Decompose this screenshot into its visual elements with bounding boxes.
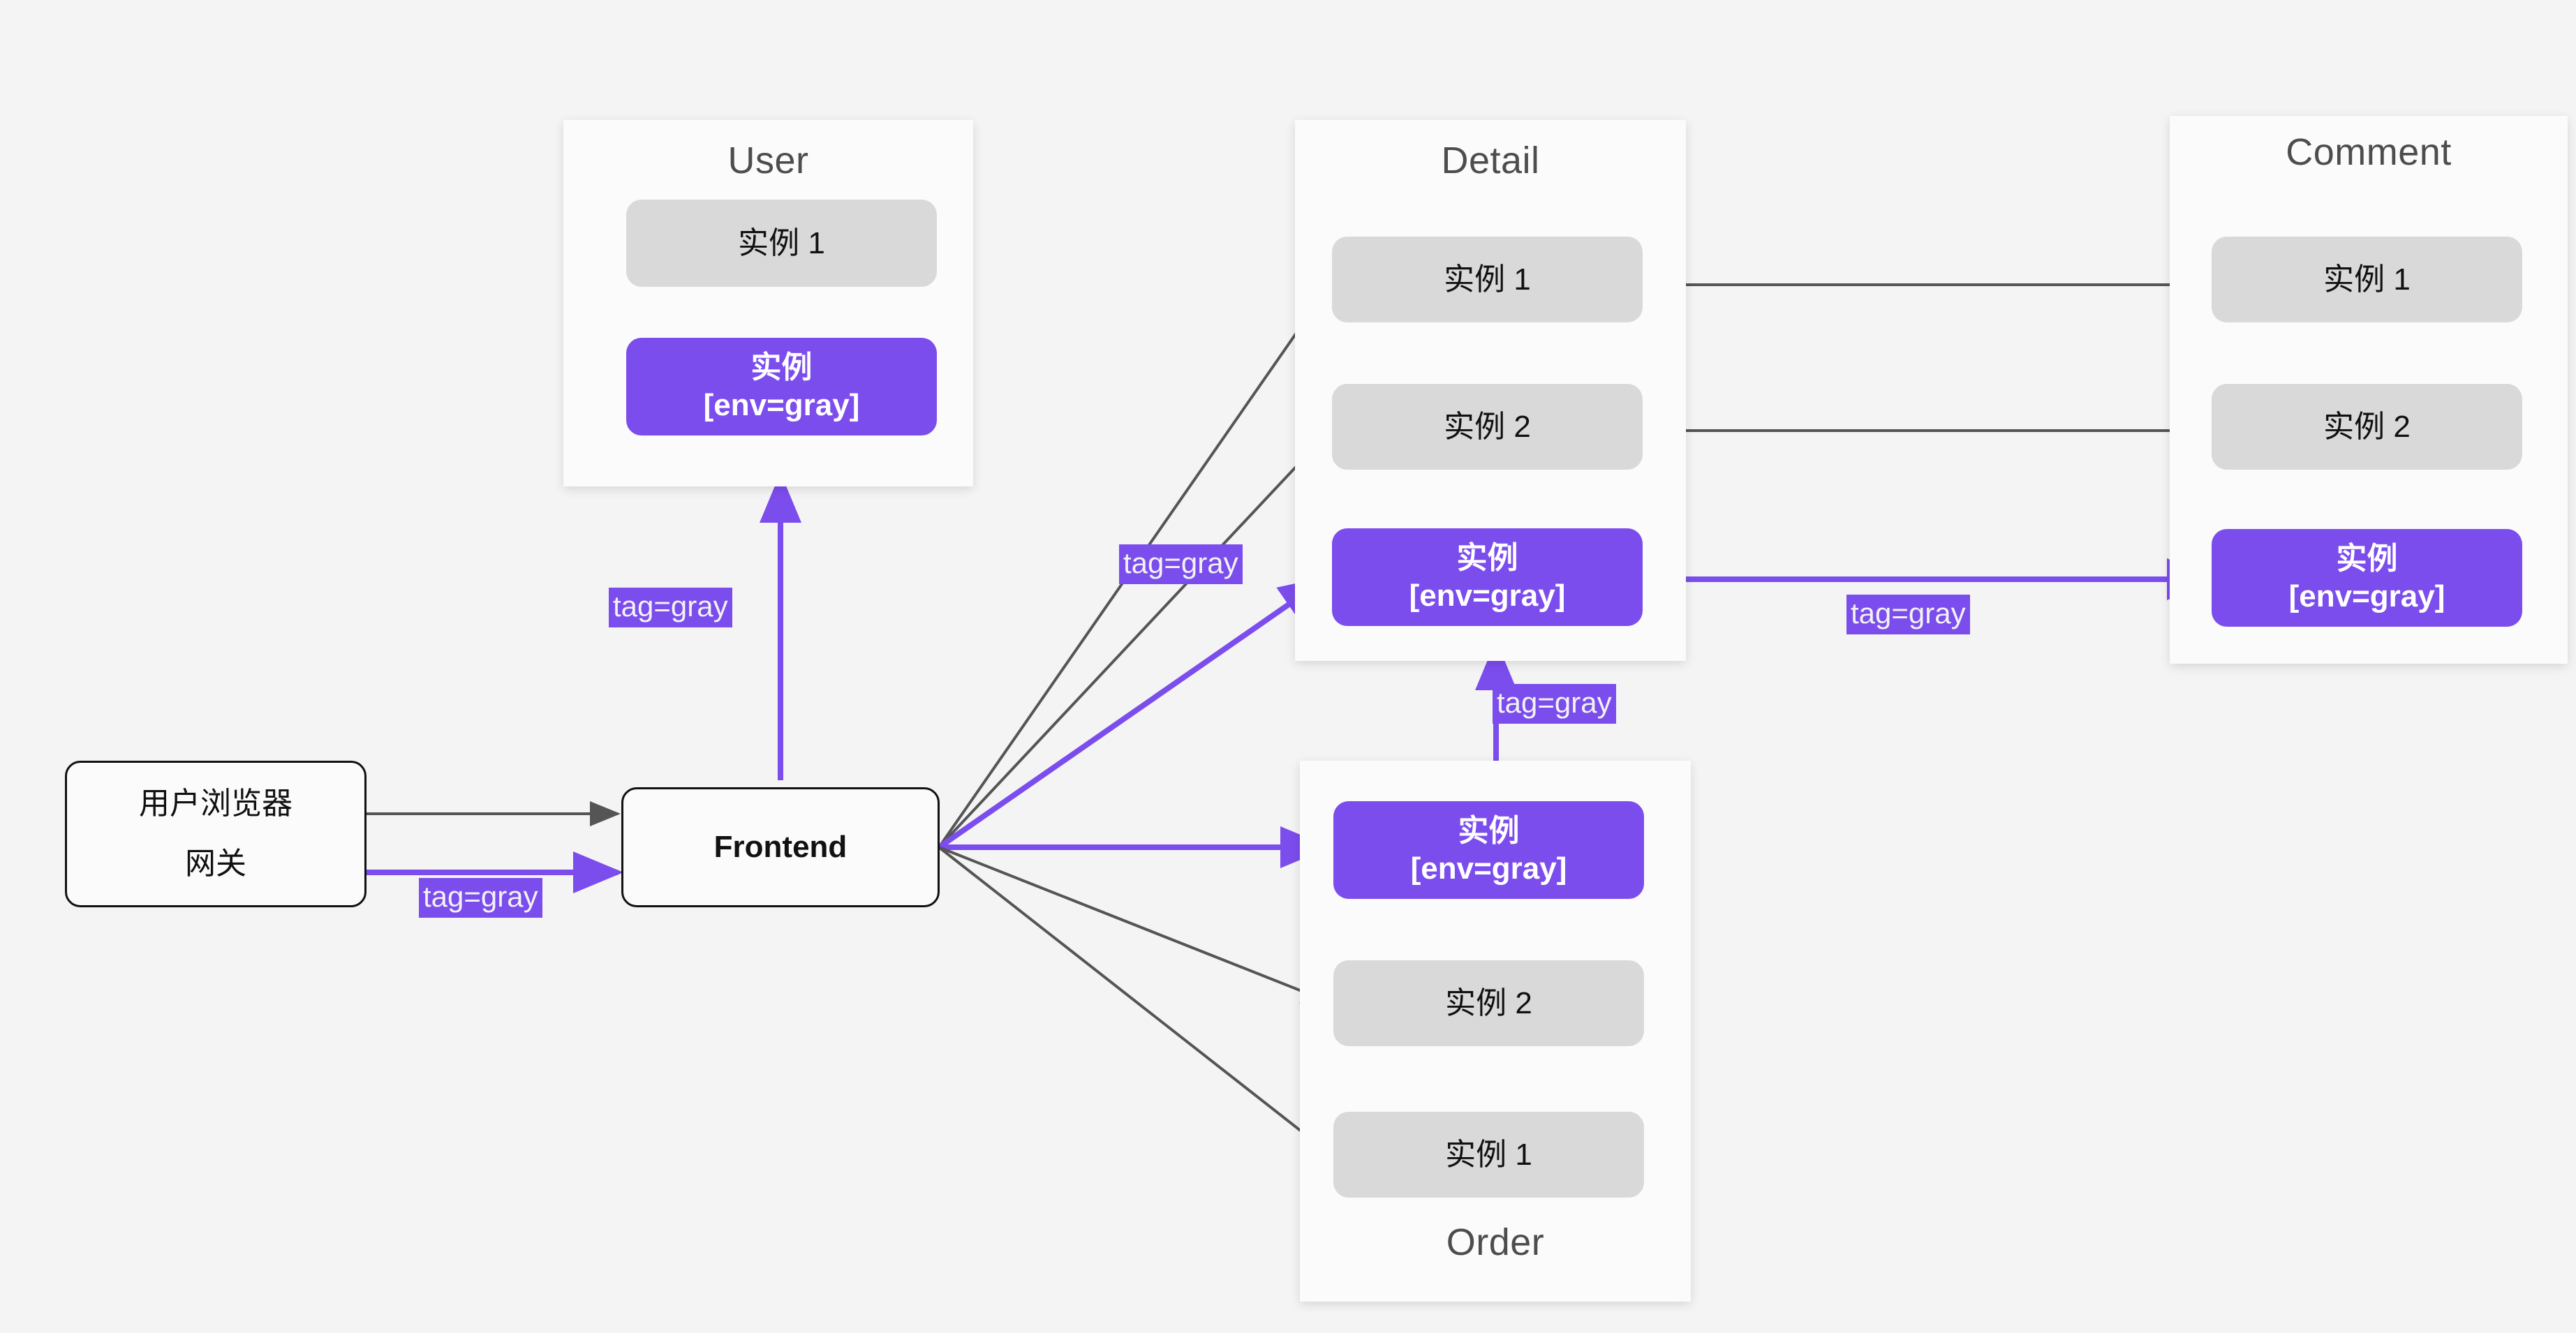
group-user: User 实例 1 实例 [env=gray] (563, 120, 973, 486)
instance-comment-2[interactable]: 实例 2 (2212, 384, 2522, 470)
node-frontend-label: Frontend (713, 830, 847, 864)
group-detail: Detail 实例 1 实例 2 实例 [env=gray] (1295, 120, 1686, 661)
edge-label-browser-frontend: tag=gray (419, 878, 542, 918)
edge-label-order-detail: tag=gray (1493, 684, 1616, 724)
instance-detail-2[interactable]: 实例 2 (1332, 384, 1643, 470)
group-order: 实例 [env=gray] 实例 2 实例 1 Order (1300, 761, 1691, 1302)
instance-detail-1[interactable]: 实例 1 (1332, 237, 1643, 322)
group-detail-title: Detail (1441, 140, 1540, 181)
edge-label-frontend-detail: tag=gray (1119, 544, 1243, 585)
group-comment: Comment 实例 1 实例 2 实例 [env=gray] (2170, 116, 2568, 664)
group-user-title: User (727, 140, 809, 181)
edge-label-frontend-user: tag=gray (609, 588, 732, 628)
instance-detail-gray[interactable]: 实例 [env=gray] (1332, 528, 1643, 626)
edge-frontend-order2 (938, 846, 1333, 1004)
edge-frontend-detail2 (938, 429, 1332, 849)
instance-order-2[interactable]: 实例 2 (1333, 960, 1644, 1046)
instance-order-gray[interactable]: 实例 [env=gray] (1333, 801, 1644, 899)
node-browser-gateway[interactable]: 用户浏览器 网关 (65, 761, 367, 907)
instance-user-1[interactable]: 实例 1 (626, 200, 937, 287)
node-frontend[interactable]: Frontend (621, 787, 940, 907)
instance-user-gray[interactable]: 实例 [env=gray] (626, 338, 937, 435)
instance-comment-1[interactable]: 实例 1 (2212, 237, 2522, 322)
node-browser-line1: 用户浏览器 (139, 787, 293, 821)
edge-frontend-order1 (938, 846, 1333, 1156)
edge-label-detail-comment: tag=gray (1846, 595, 1970, 635)
instance-comment-gray[interactable]: 实例 [env=gray] (2212, 529, 2522, 627)
edge-frontend-detail-gray (937, 576, 1330, 850)
instance-order-1[interactable]: 实例 1 (1333, 1112, 1644, 1198)
node-browser-line2: 网关 (185, 847, 246, 881)
group-order-title: Order (1446, 1221, 1545, 1263)
group-comment-title: Comment (2286, 131, 2452, 173)
